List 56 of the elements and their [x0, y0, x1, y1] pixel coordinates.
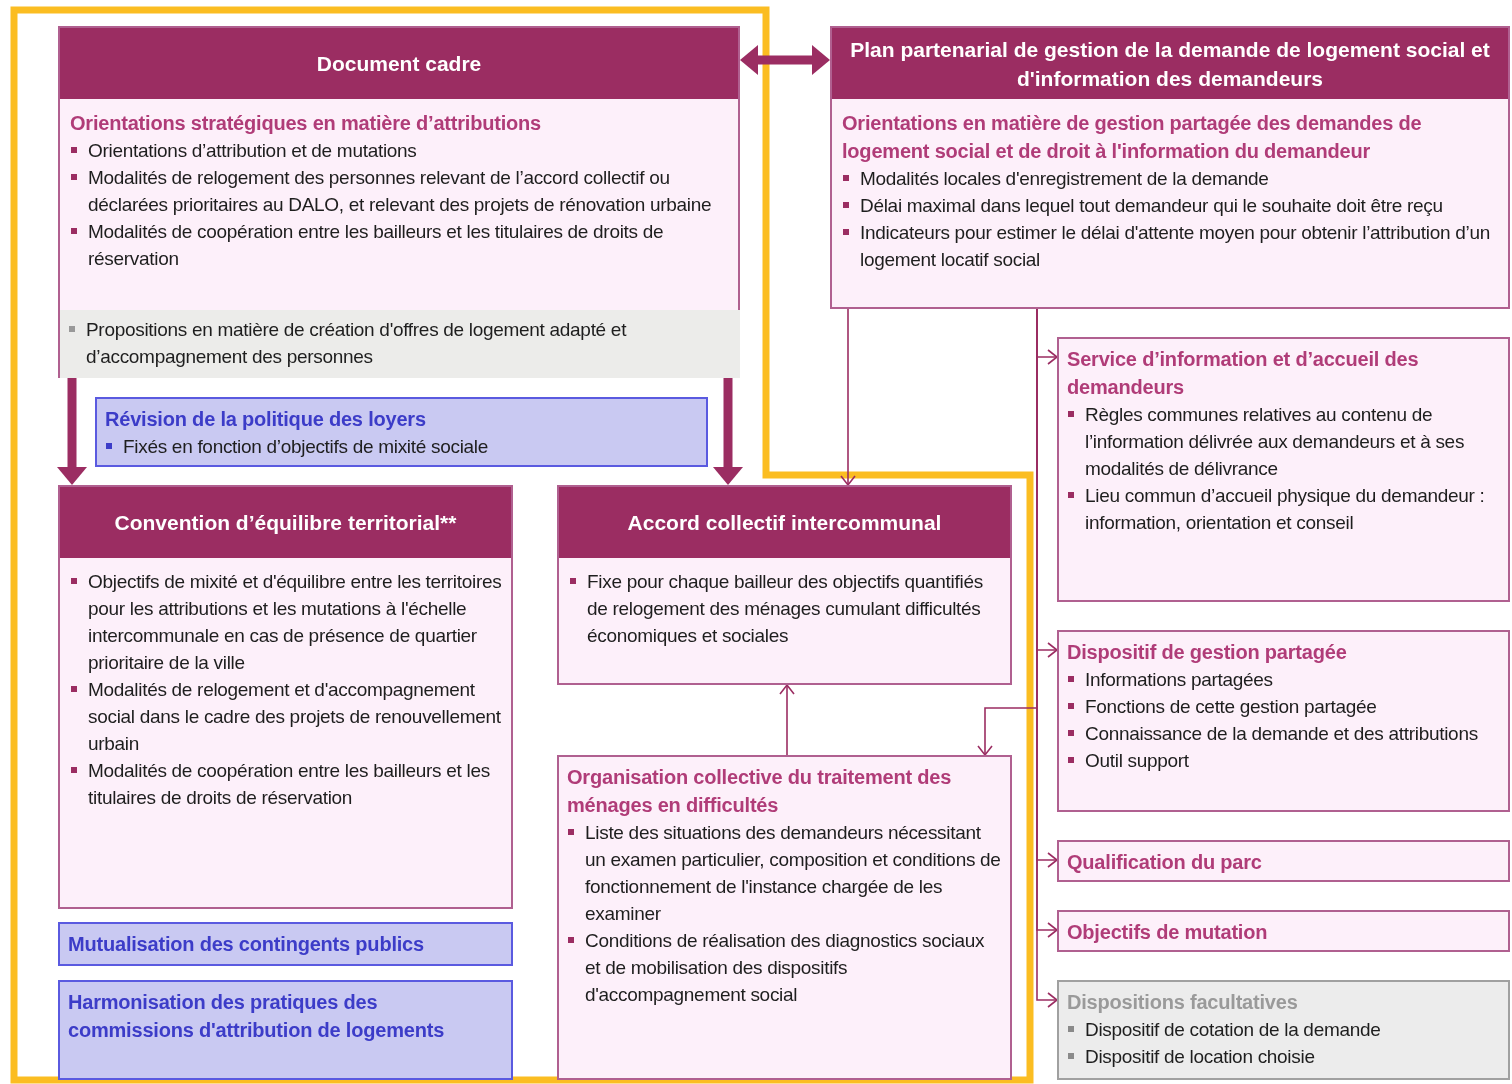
card-header: Document cadre: [60, 28, 738, 99]
section-card: [95, 397, 708, 467]
bullet-item: Modalités de coopération entre les bailleurs et les titulaires de droits de réservation: [70, 218, 730, 272]
section-title: Dispositif de gestion partagée: [1067, 640, 1348, 665]
bullet-item: Conditions de réalisation des diagnostics sociaux et de mobilisation des dispositifs d'accompagnement social: [567, 927, 1002, 1008]
section-card: [1057, 980, 1510, 1080]
card-header: Convention d’équilibre territorial**: [60, 487, 511, 558]
thick-arrow: [57, 378, 87, 485]
section-title: Mutualisation des contingents publics: [68, 932, 425, 957]
section-card: [830, 26, 1510, 309]
bullet-item: Connaissance de la demande et des attributions: [1067, 720, 1500, 747]
bullet-item: Modalités de relogement et d'accompagnement social dans le cadre des projets de renouvellement urbain: [70, 676, 503, 757]
section-card: [557, 485, 1012, 685]
section-card: [58, 26, 740, 378]
thick-arrow: [740, 45, 830, 75]
bullet-item: Orientations d’attribution et de mutations: [70, 137, 730, 164]
bullet-item: Modalités de coopération entre les bailleurs et les titulaires de droits de réservation: [70, 757, 503, 811]
bullet-item: Fixés en fonction d’objectifs de mixité sociale: [105, 433, 698, 460]
bullet-item: Délai maximal dans lequel tout demandeur qui le souhaite doit être reçu: [842, 192, 1500, 219]
section-card: [1057, 910, 1510, 952]
section-title: Révision de la politique des loyers: [105, 407, 427, 432]
bullet-item: Modalités de relogement des personnes relevant de l’accord collectif ou déclarées prioritaires au DALO, et relevant des projets de rénovation urbaine: [70, 164, 730, 218]
bullet-item: Modalités locales d'enregistrement de la demande: [842, 165, 1500, 192]
section-card: [1057, 630, 1510, 812]
section-title: Organisation collective du traitement des ménages en difficultés: [567, 765, 953, 818]
bullet-item: Fixe pour chaque bailleur des objectifs quantifiés de relogement des ménages cumulant difficultés économiques et sociales: [569, 568, 1002, 649]
arrow: [840, 308, 856, 486]
bullet-item: Fonctions de cette gestion partagée: [1067, 693, 1500, 720]
card-header: Plan partenarial de gestion de la demande de logement social et d'information des demandeurs: [832, 28, 1508, 99]
arrow: [779, 684, 795, 756]
bullet-item: Liste des situations des demandeurs nécessitant un examen particulier, composition et conditions de fonctionnement de l'instance chargée de les examiner: [567, 819, 1002, 927]
section-card: [1057, 840, 1510, 882]
bullet-item: Objectifs de mixité et d'équilibre entre les territoires pour les attributions et les mutations à l'échelle intercommunale en cas de présence de quartier prioritaire de la ville: [70, 568, 503, 676]
section-title: Qualification du parc: [1067, 850, 1263, 875]
section-title: Orientations en matière de gestion partagée des demandes de logement social et de droit à l'information du demandeur: [842, 111, 1423, 164]
bullet-item: Lieu commun d’accueil physique du demandeur : information, orientation et conseil: [1067, 482, 1500, 536]
section-card: [58, 485, 513, 909]
section-title: Objectifs de mutation: [1067, 920, 1269, 945]
section-title: Service d’information et d’accueil des demandeurs: [1067, 347, 1420, 400]
bullet-item: Dispositif de cotation de la demande: [1067, 1016, 1500, 1043]
bullet-item: Propositions en matière de création d'offres de logement adapté et d’accompagnement des personnes: [68, 316, 732, 370]
section-title: Dispositions facultatives: [1067, 990, 1299, 1015]
bullet-item: Informations partagées: [1067, 666, 1500, 693]
shaded-band: [60, 310, 740, 378]
section-card: [58, 980, 513, 1080]
bullet-item: Indicateurs pour estimer le délai d'attente moyen pour obtenir l’attribution d’un logement locatif social: [842, 219, 1500, 273]
section-card: [58, 922, 513, 966]
bullet-item: Règles communes relatives au contenu de l’information délivrée aux demandeurs et à ses modalités de délivrance: [1067, 401, 1500, 482]
card-header: Accord collectif intercommunal: [559, 487, 1010, 558]
section-title: Orientations stratégiques en matière d’attributions: [70, 111, 542, 136]
bullet-item: Outil support: [1067, 747, 1500, 774]
thick-arrow: [713, 378, 743, 485]
section-card: [557, 755, 1012, 1080]
section-title: Harmonisation des pratiques des commissions d'attribution de logements: [68, 990, 446, 1043]
section-card: [1057, 337, 1510, 602]
bullet-item: Dispositif de location choisie: [1067, 1043, 1500, 1070]
